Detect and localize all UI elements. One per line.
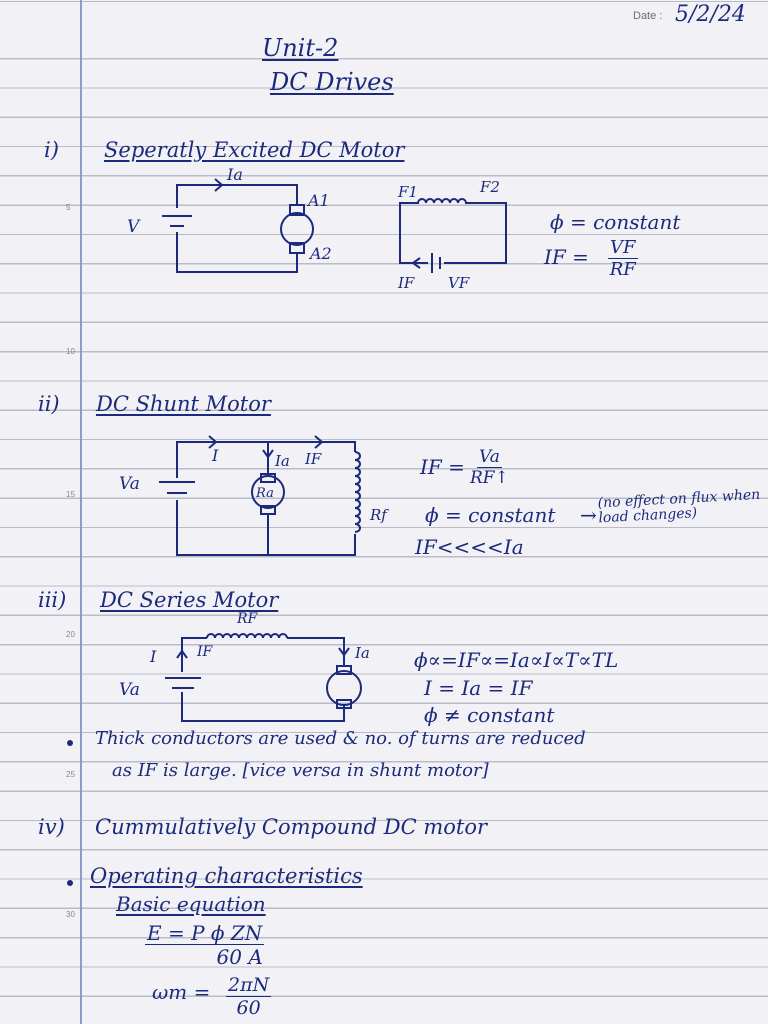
- shunt-field-current-eq-lhs: IF =: [420, 455, 465, 479]
- field-current-label: IF: [397, 274, 415, 292]
- section-heading: DC Shunt Motor: [96, 392, 271, 416]
- emf-equation-numerator: E = P ϕ ZN: [145, 921, 265, 945]
- section-marker: i): [44, 138, 59, 162]
- fraction-numerator: Va: [476, 447, 502, 468]
- field-current-label: IF: [196, 644, 214, 660]
- fraction-denominator: RF↑: [470, 467, 509, 488]
- line-number: 25: [66, 770, 75, 779]
- field-voltage-label: VF: [448, 274, 470, 292]
- separately-excited-armature-circuit: Ia V A1 A2: [127, 165, 332, 273]
- arrow-icon: →: [580, 503, 597, 527]
- line-number: 10: [66, 347, 75, 356]
- shunt-field-current-fraction: Va RF↑: [470, 448, 509, 487]
- line-number: 15: [66, 490, 75, 499]
- current-equality-eq: I = Ia = IF: [424, 676, 533, 700]
- section-marker: ii): [38, 392, 60, 416]
- fraction-denominator: RF: [609, 258, 636, 280]
- terminal-a2-label: A2: [308, 244, 332, 263]
- flux-not-constant-eq: ϕ ≠ constant: [424, 703, 555, 727]
- note-line-2: as IF is large. [vice versa in shunt mot…: [112, 760, 489, 781]
- current-comparison-eq: IF<<<<Ia: [415, 535, 524, 559]
- armature-resistance-label: Ra: [255, 486, 274, 501]
- proportionality-eq: ϕ∝=IF∝=Ia∝I∝T∝TL: [414, 648, 619, 672]
- section-heading: Cummulatively Compound DC motor: [95, 815, 488, 839]
- bullet-icon: [67, 740, 73, 746]
- line-number: 20: [66, 630, 75, 639]
- shunt-flux-constant-eq: ϕ = constant: [425, 503, 556, 527]
- line-current-label: I: [149, 647, 157, 666]
- speed-eq-lhs: ωm =: [152, 980, 211, 1004]
- field-current-eq-lhs: IF =: [544, 245, 589, 269]
- field-start-label: F1: [397, 183, 418, 201]
- speed-fraction: 2πN 60: [226, 974, 272, 1019]
- field-current-label: IF: [304, 450, 322, 468]
- field-resistance-label: Rf: [369, 506, 389, 524]
- line-current-label: I: [211, 446, 219, 465]
- date-label: Date :: [633, 10, 663, 22]
- armature-current-label: Ia: [274, 452, 290, 470]
- armature-current-label: Ia: [226, 165, 243, 184]
- armature-current-label: Ia: [354, 644, 370, 662]
- section-heading: Seperatly Excited DC Motor: [104, 138, 405, 162]
- separately-excited-field-circuit: F1 F2 IF VF: [397, 178, 507, 292]
- note-line-1: Thick conductors are used & no. of turns…: [95, 728, 586, 749]
- fraction-numerator: 2πN: [226, 974, 272, 997]
- supply-voltage-label: V: [127, 217, 141, 237]
- supply-voltage-label: Va: [119, 680, 140, 700]
- flux-note: (no effect on flux when load changes): [597, 486, 761, 526]
- flux-constant-eq: ϕ = constant: [550, 210, 681, 234]
- operating-characteristics-heading: Operating characteristics: [90, 864, 363, 888]
- field-current-fraction: VF RF: [608, 238, 638, 280]
- fraction-numerator: VF: [608, 237, 638, 259]
- series-field-label: RF: [236, 611, 259, 627]
- section-marker: iii): [38, 588, 67, 612]
- terminal-a1-label: A1: [306, 191, 330, 210]
- emf-equation: E = P ϕ ZN 60 A: [145, 921, 265, 969]
- subject-title: DC Drives: [270, 68, 394, 96]
- shunt-motor-circuit: I Ia IF Ra Va Rf: [119, 435, 389, 556]
- line-number: 5: [66, 203, 71, 212]
- section-heading: DC Series Motor: [100, 588, 279, 612]
- basic-equation-heading: Basic equation: [116, 892, 266, 916]
- bullet-icon: [67, 880, 73, 886]
- date-value: 5/2/24: [675, 2, 746, 27]
- supply-voltage-label: Va: [119, 474, 140, 494]
- section-marker: iv): [38, 815, 65, 839]
- emf-equation-denominator: 60 A: [216, 945, 263, 969]
- fraction-denominator: 60: [236, 996, 261, 1019]
- field-end-label: F2: [479, 178, 500, 196]
- margin-line: [80, 0, 82, 1024]
- series-motor-circuit: RF I IF Ia Va: [119, 611, 370, 722]
- line-number: 30: [66, 910, 75, 919]
- unit-title: Unit-2: [262, 34, 339, 62]
